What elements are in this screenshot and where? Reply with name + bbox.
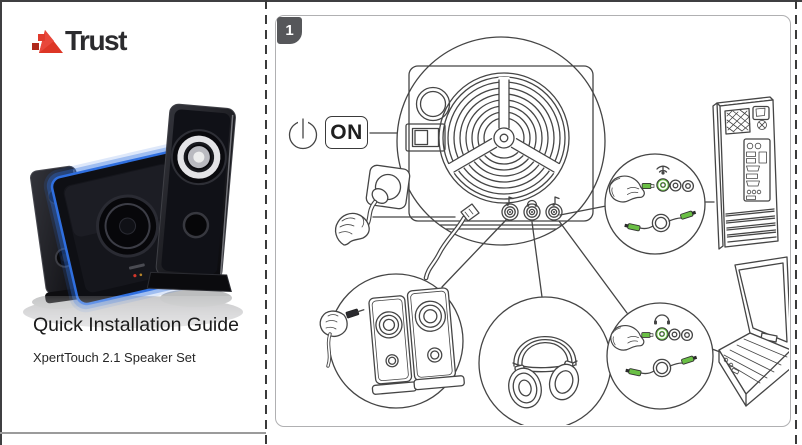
brand-logo: Trust [30, 25, 127, 58]
logo-text: Trust [65, 25, 127, 56]
fan-grille [438, 72, 570, 204]
line-jack [545, 203, 563, 221]
pc-tower-rear [712, 96, 779, 250]
audio-jacks [501, 196, 563, 221]
page-top-border [0, 0, 802, 2]
line-to-headphoneout-circle [558, 220, 628, 314]
speaker-plug-hand [319, 308, 365, 368]
headphones-jack [523, 203, 541, 221]
headphones-jack-icon [526, 199, 538, 207]
laptop [718, 256, 789, 407]
line-to-speakers-circle [441, 219, 507, 288]
cover-bottom-border [0, 432, 266, 434]
page-left-border [0, 0, 2, 445]
installation-diagram [288, 36, 789, 425]
line-to-headphones-circle [531, 221, 543, 298]
line-jack-icon [552, 196, 560, 206]
power-icon [288, 117, 318, 150]
satellite-speakers-illustration [319, 273, 465, 409]
headphones-illustration [478, 296, 612, 425]
on-label: ON [325, 116, 368, 149]
product-photo [8, 103, 260, 352]
laptop-headphone-out-illustration [606, 302, 714, 410]
mains-plug-illustration [334, 164, 411, 246]
speakers-jack-icon [506, 196, 514, 206]
pc-line-out-illustration [604, 153, 706, 255]
guide-subtitle: XpertTouch 2.1 Speaker Set [33, 350, 196, 365]
fold-separator-dashed-line [265, 0, 267, 445]
guide-title: Quick Installation Guide [33, 314, 239, 336]
speakers-jack [501, 203, 519, 221]
trust-logo-arrow-icon [32, 30, 63, 53]
line-out-icon [656, 165, 670, 175]
subwoofer-rear-view [396, 36, 606, 281]
page-right-dashed-line [795, 0, 797, 445]
headphone-out-icon [654, 314, 670, 325]
step-badge: 1 [277, 17, 302, 44]
power-cord [423, 203, 480, 281]
step-panel [275, 15, 791, 427]
right-satellite-speaker [146, 103, 236, 292]
bass-port [415, 86, 451, 122]
line-to-lineout-circle [559, 205, 607, 216]
